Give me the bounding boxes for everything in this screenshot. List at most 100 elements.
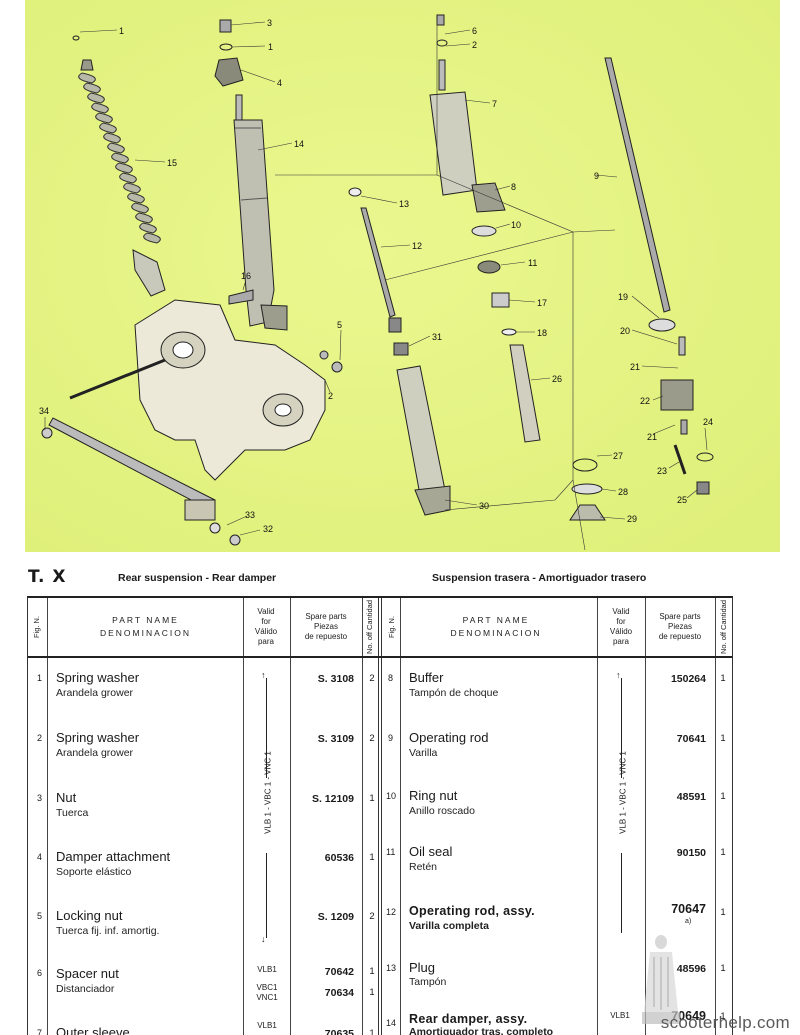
callout-label: 18	[537, 328, 547, 338]
part-name: Outer sleeve	[56, 1025, 130, 1035]
callout-label: 1	[268, 42, 273, 52]
part-name: Plug	[409, 960, 436, 975]
part-description: Tuerca	[56, 807, 89, 819]
title-spanish: Suspension trasera - Amortiguador traser…	[432, 572, 647, 584]
quantity: 1	[369, 852, 375, 863]
fig-number: 10	[386, 791, 397, 801]
part-description: Retén	[409, 861, 438, 873]
exploded-diagram: 1 3 1 4 14 15 16 5 2 6 2 7 8 10 11 9 13 …	[25, 0, 780, 552]
fig-number: 9	[388, 733, 394, 743]
part-description: Arandela grower	[56, 687, 134, 699]
quantity: 1	[720, 847, 726, 858]
watermark-text: scooterhelp.com	[660, 1013, 790, 1032]
callout-label: 16	[241, 271, 251, 281]
fig-number: 8	[388, 673, 394, 683]
part-number: 70635	[324, 1028, 354, 1035]
part-number: 70642	[324, 966, 354, 978]
fig-number: 13	[386, 963, 397, 973]
quantity: 1	[720, 673, 726, 684]
part-name-header-right: PART NAME DENOMINACION	[450, 615, 542, 638]
quantity: 2	[369, 733, 375, 744]
part-name: Damper attachment	[56, 849, 171, 864]
callout-label: 7	[492, 99, 497, 109]
part-description: Tampón de choque	[409, 687, 499, 699]
valid-range-label: VLB 1 - VBC 1 - VNC 1	[618, 751, 628, 834]
part-description: Amortiguador tras. completo	[409, 1026, 554, 1035]
part-name: Rear damper, assy.	[409, 1012, 528, 1026]
part-number: 48591	[676, 791, 706, 803]
callout-label: 4	[277, 78, 282, 88]
arrow-down-icon: ↓	[261, 934, 266, 944]
leader-lines	[44, 20, 708, 551]
table-title-row: T. X Rear suspension - Rear damper Suspe…	[0, 566, 800, 590]
valid-range-label: VLB 1 - VBC 1 - VNC 1	[263, 751, 273, 834]
fig-number: 4	[37, 852, 43, 862]
part-name: Locking nut	[56, 908, 123, 923]
section-code: T. X	[28, 567, 67, 587]
callout-label: 2	[472, 40, 477, 50]
fig-number: 1	[37, 673, 43, 683]
part-number: 70634	[324, 987, 354, 999]
callout-label: 9	[594, 171, 599, 181]
callout-label: 8	[511, 182, 516, 192]
part-description: Soporte elástico	[56, 866, 132, 878]
part-number: S. 3109	[317, 733, 354, 745]
part-description: Varilla completa	[409, 920, 489, 932]
fig-number: 11	[386, 847, 396, 857]
quantity: 1	[369, 966, 375, 977]
callout-label: 15	[167, 158, 177, 168]
part-number: 90150	[676, 847, 706, 859]
validity-arrow	[266, 678, 267, 778]
part-name: Operating rod	[409, 730, 489, 745]
quantity: 1	[369, 987, 375, 998]
coil-spring-part	[72, 35, 166, 297]
quantity: 2	[369, 673, 375, 684]
fig-header: Fig. N.	[32, 615, 41, 639]
part-name: Spacer nut	[56, 966, 119, 981]
title-english: Rear suspension - Rear damper	[118, 572, 277, 584]
quantity: 1	[720, 791, 726, 802]
valid-model: VNC1	[256, 993, 278, 1002]
callout-label: 3	[267, 18, 272, 28]
part-number: 70641	[676, 733, 706, 745]
part-description: Anillo roscado	[409, 805, 475, 817]
callout-label: 6	[472, 26, 477, 36]
callout-label: 20	[620, 326, 630, 336]
callout-label: 27	[613, 451, 623, 461]
validity-arrow	[621, 678, 622, 778]
arrow-up-icon: ↑	[616, 670, 621, 680]
callout-label: 14	[294, 139, 304, 149]
arrow-up-icon: ↑	[261, 670, 266, 680]
fig-number: 5	[37, 911, 43, 921]
quantity: 1	[720, 733, 726, 744]
callout-label: 23	[657, 466, 667, 476]
fig-number: 6	[37, 968, 43, 978]
callout-label: 21	[630, 362, 640, 372]
part-number: S. 1209	[317, 911, 354, 923]
part-number: 70647	[671, 902, 706, 916]
part-description: Tuerca fij. inf. amortig.	[56, 925, 160, 937]
callout-label: 28	[618, 487, 628, 497]
operating-rod-assembly-part	[348, 187, 451, 516]
callout-label: 1	[119, 26, 124, 36]
quantity: 1	[720, 1011, 726, 1022]
callout-label: 34	[39, 406, 49, 416]
part-name: Spring washer	[56, 730, 140, 745]
watermark-figure-icon	[642, 935, 680, 1024]
footnote-marker: a)	[685, 918, 692, 925]
qty-header-right: No. off Cantidad	[719, 599, 729, 655]
part-name: Oil seal	[409, 844, 453, 859]
part-number: S. 3108	[317, 673, 354, 685]
callout-label: 30	[479, 501, 489, 511]
part-name: Buffer	[409, 670, 444, 685]
valid-model: VBC1	[256, 983, 278, 992]
callout-label: 33	[245, 510, 255, 520]
callout-label: 12	[412, 241, 422, 251]
callout-label: 26	[552, 374, 562, 384]
fig-number: 12	[386, 907, 397, 917]
quantity: 1	[369, 1028, 375, 1035]
part-description: Arandela grower	[56, 747, 134, 759]
